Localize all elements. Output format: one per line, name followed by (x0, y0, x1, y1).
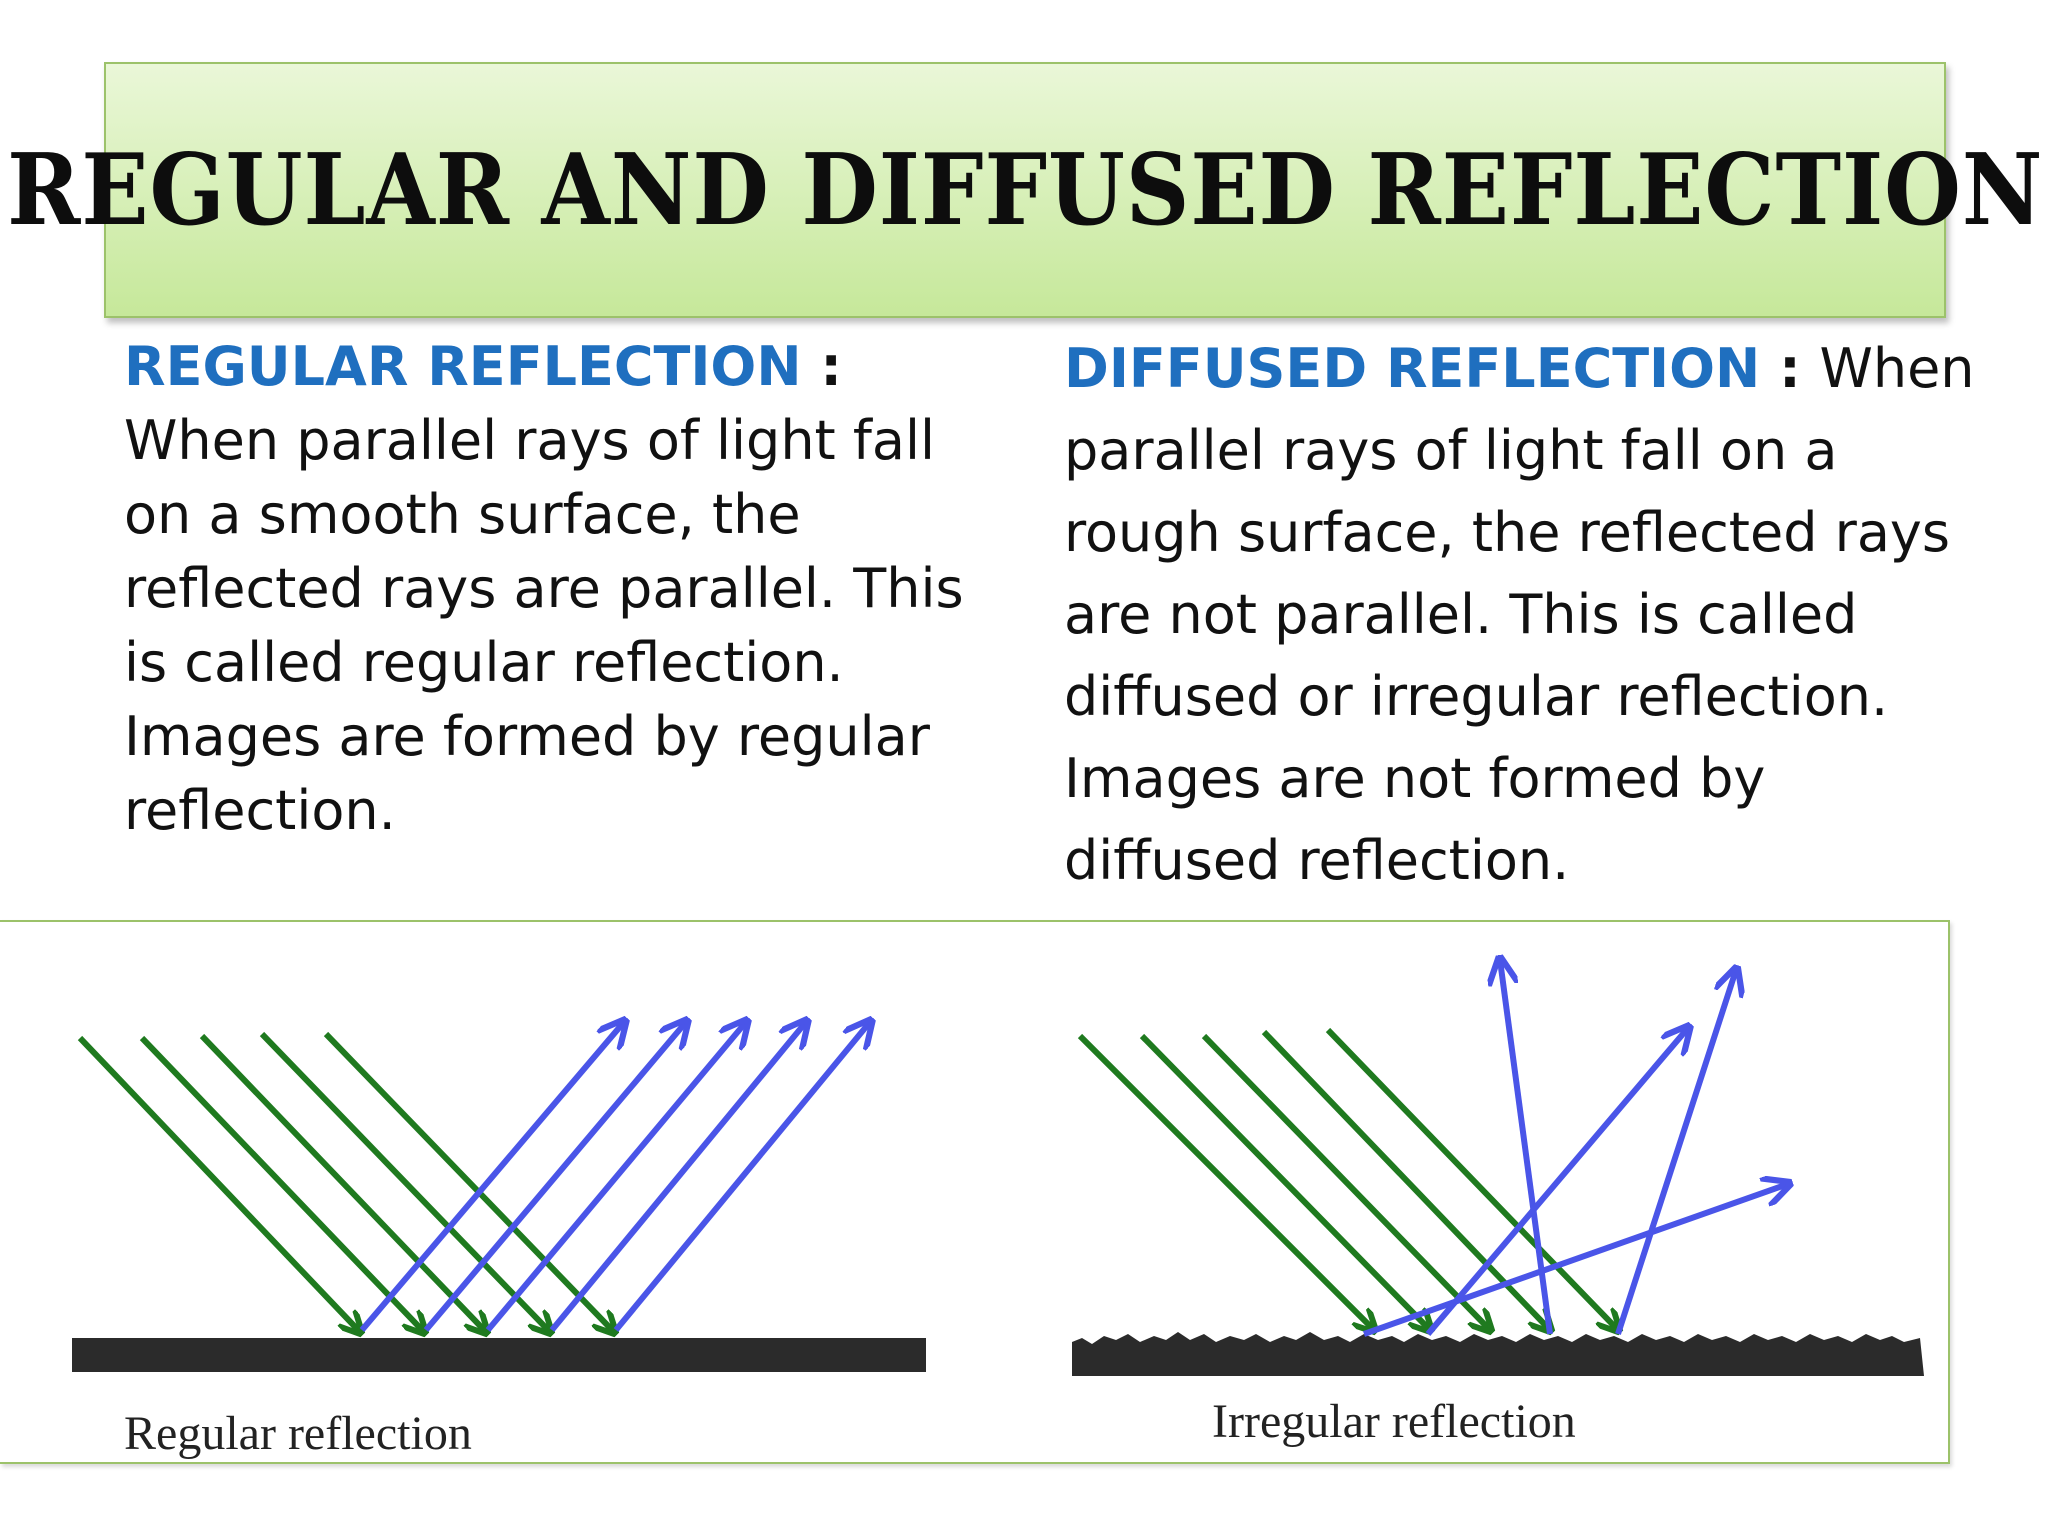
incident-ray (1077, 1033, 1374, 1330)
rough-surface (1072, 1332, 1924, 1376)
incident-ray (1139, 1033, 1430, 1330)
reflected-ray (423, 1022, 686, 1332)
diffused-reflection-text: When parallel rays of light fall on a ro… (1064, 337, 1975, 892)
regular-reflection-definition: REGULAR REFLECTION : When parallel rays … (124, 330, 1004, 848)
reflected-ray (549, 1022, 806, 1332)
diffused-colon: : (1760, 337, 1820, 400)
incident-ray (323, 1031, 614, 1332)
page-title: REGULAR AND DIFFUSED REFLECTION (6, 132, 2044, 248)
regular-reflected-rays (359, 1022, 870, 1332)
reflected-ray (613, 1022, 870, 1332)
regular-incident-rays (77, 1031, 614, 1332)
reflected-ray (1615, 970, 1736, 1335)
regular-reflection-term: REGULAR REFLECTION (124, 335, 802, 398)
incident-ray (77, 1035, 360, 1332)
regular-colon: : (801, 335, 842, 398)
reflected-ray (1362, 1184, 1788, 1337)
diffused-reflection-definition: DIFFUSED REFLECTION : When parallel rays… (1064, 328, 1984, 902)
regular-reflection-text: When parallel rays of light fall on a sm… (124, 409, 964, 842)
irregular-reflection-diagram (1072, 960, 1924, 1376)
smooth-surface (72, 1338, 926, 1372)
irregular-incident-rays (1077, 1027, 1618, 1330)
incident-ray (199, 1033, 486, 1332)
incident-ray (259, 1031, 550, 1332)
reflected-ray (1500, 960, 1553, 1335)
title-banner: REGULAR AND DIFFUSED REFLECTION (7, 62, 2042, 318)
irregular-reflection-caption: Irregular reflection (1212, 1395, 1576, 1448)
regular-reflection-diagram (72, 1022, 926, 1372)
reflected-ray (1425, 1028, 1688, 1336)
irregular-reflected-rays (1362, 960, 1788, 1337)
incident-ray (1261, 1029, 1550, 1330)
reflected-ray (359, 1022, 624, 1332)
incident-ray (1325, 1027, 1618, 1330)
incident-ray (139, 1035, 424, 1332)
regular-reflection-caption: Regular reflection (124, 1407, 472, 1460)
reflected-ray (485, 1022, 746, 1332)
incident-ray (1201, 1033, 1490, 1330)
diffused-reflection-term: DIFFUSED REFLECTION (1064, 337, 1761, 400)
